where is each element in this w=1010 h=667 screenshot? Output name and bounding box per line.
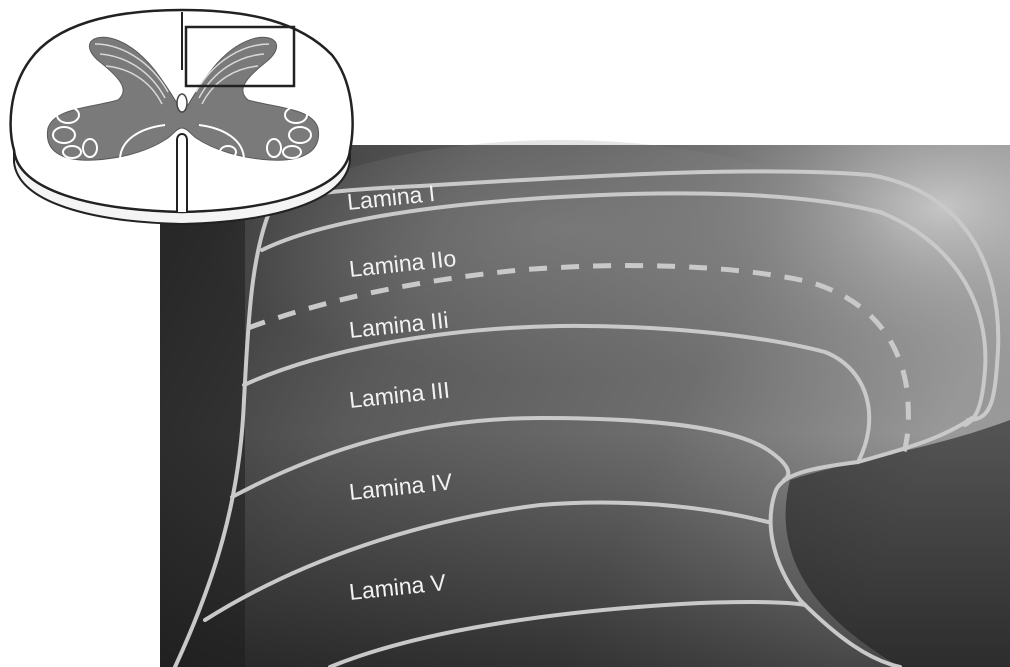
anterior-median-fissure xyxy=(177,134,187,212)
micrograph xyxy=(160,140,1010,667)
spinal-cord-cross-section-icon xyxy=(11,10,353,224)
central-canal xyxy=(177,94,187,112)
